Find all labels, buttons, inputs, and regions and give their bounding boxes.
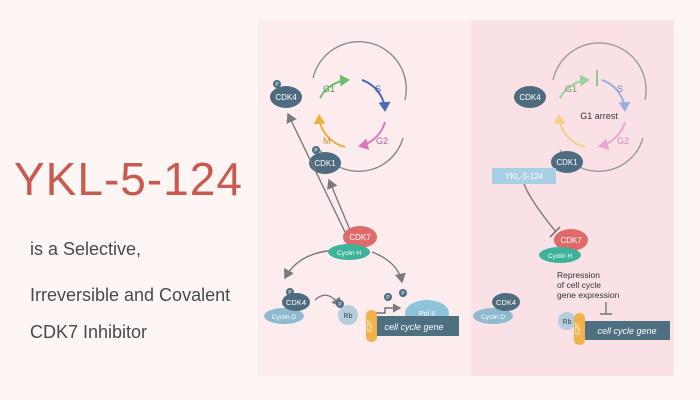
svg-text:Rb: Rb [344, 313, 353, 320]
svg-text:CDK4: CDK4 [286, 298, 306, 307]
svg-text:P: P [386, 295, 390, 301]
headline-line-1: is a Selective, [30, 239, 142, 259]
svg-text:gene expression: gene expression [557, 290, 620, 300]
g1-arrest-label: G1 arrest [580, 111, 618, 121]
phosphate-dot-icon [286, 288, 294, 296]
phase-s-label: S [617, 84, 623, 94]
svg-text:CDK4: CDK4 [519, 93, 541, 102]
svg-text:of cell cycle: of cell cycle [557, 280, 601, 290]
svg-text:Cyclin D: Cyclin D [272, 314, 297, 321]
phase-g2-label: G2 [617, 136, 629, 146]
phosphate-dot-icon [312, 146, 320, 154]
right-cdk4-top: CDK4 [514, 86, 546, 108]
svg-text:YKL-5-124: YKL-5-124 [505, 172, 544, 181]
svg-text:P: P [314, 148, 318, 154]
phosphate-dot-icon [384, 293, 392, 301]
headline-title: YKL-5-124 [14, 153, 243, 205]
phosphate-dot-icon [399, 289, 407, 297]
right-rb: Rb [558, 312, 576, 330]
left-gene: cell cycle gene E2F [366, 310, 459, 342]
svg-text:Cyclin H: Cyclin H [337, 250, 362, 257]
left-rb: Rb P [336, 300, 358, 325]
left-cdk7-complex: CDK7 Cyclin H [328, 226, 377, 260]
svg-text:CDK7: CDK7 [349, 233, 371, 242]
svg-text:E2F: E2F [367, 319, 374, 332]
svg-text:Pol II: Pol II [419, 311, 435, 318]
svg-text:cell cycle gene: cell cycle gene [597, 326, 656, 336]
svg-text:CDK4: CDK4 [496, 298, 516, 307]
left-cdk1: CDK1 P [309, 146, 341, 174]
svg-text:P: P [401, 291, 405, 297]
right-cdk4-cyclin-d: Cyclin D CDK4 [473, 293, 520, 324]
phase-g1-label: G1 [565, 84, 577, 94]
svg-text:cell cycle gene: cell cycle gene [384, 322, 443, 332]
right-cdk7-complex: CDK7 Cyclin H [539, 229, 588, 263]
phase-g2-label: G2 [376, 136, 388, 146]
right-repression-label: Repression of cell cycle gene expression [557, 270, 620, 300]
phase-m-label: M [323, 136, 331, 146]
svg-text:P: P [288, 290, 292, 296]
phase-s-label: S [375, 84, 381, 94]
left-cdk4-cyclin-d: Cyclin D CDK4 P [264, 288, 310, 324]
svg-text:CDK4: CDK4 [275, 93, 297, 102]
right-inhibitor-box: YKL-5-124 [492, 168, 556, 184]
svg-text:CDK1: CDK1 [314, 159, 336, 168]
svg-text:E2F: E2F [575, 322, 582, 335]
svg-text:Rb: Rb [563, 319, 572, 326]
svg-text:P: P [338, 302, 342, 308]
headline-line-2: Irreversible and Covalent [30, 285, 231, 305]
svg-text:P: P [275, 82, 279, 88]
svg-text:CDK7: CDK7 [560, 236, 582, 245]
left-cdk4-top: CDK4 P [270, 80, 302, 108]
right-cdk1: CDK1 [551, 151, 583, 173]
svg-text:Cyclin D: Cyclin D [481, 314, 506, 321]
headline-line-3: CDK7 Inhibitor [30, 322, 148, 342]
phosphate-dot-icon [273, 80, 281, 88]
svg-text:Repression: Repression [557, 270, 600, 280]
svg-text:CDK1: CDK1 [556, 158, 578, 167]
phase-g1-label: G1 [323, 84, 335, 94]
right-gene: cell cycle gene E2F [574, 313, 670, 345]
left-cell-cycle: G1 S G2 M [312, 41, 407, 172]
phosphate-dot-icon [336, 300, 344, 308]
svg-text:Cyclin H: Cyclin H [548, 253, 573, 260]
